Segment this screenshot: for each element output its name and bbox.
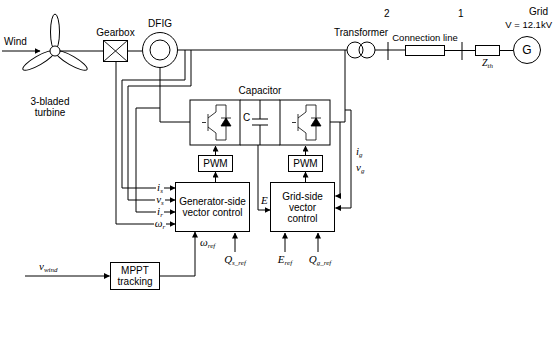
signal-name: Eref — [277, 254, 293, 265]
block-box: Gearbox — [103, 40, 128, 62]
machine-circle: DFIG — [142, 32, 178, 68]
machine-circle: G — [513, 36, 541, 64]
diagram-label: 1 — [458, 8, 464, 19]
signal-name: vs — [155, 194, 165, 205]
connector — [160, 232, 195, 276]
node-heading: Gearbox — [96, 27, 134, 39]
connector — [128, 51, 142, 52]
node-heading: DFIG — [148, 18, 172, 30]
connector — [500, 50, 513, 51]
signal-name: ig — [355, 146, 364, 157]
block-box: PWM — [288, 155, 323, 172]
signal-name: E — [260, 195, 269, 206]
signal-name: is — [156, 182, 164, 193]
signal-name: vg — [355, 162, 365, 173]
shape-outline — [104, 41, 127, 61]
signal-name: Qg_ref — [308, 254, 332, 265]
diagram-label: C — [243, 112, 250, 123]
signal-name: vwind — [38, 261, 59, 272]
node-heading: Connection line — [392, 32, 458, 44]
diagram-label: Wind — [4, 36, 27, 47]
node-heading: Zth — [481, 57, 494, 69]
diagram-label: 2 — [384, 8, 390, 19]
diagram-label: Grid — [529, 6, 548, 17]
connector — [445, 50, 475, 51]
signal-name: Qs_ref — [223, 254, 247, 265]
diagram-label: Transformer — [334, 27, 388, 38]
diagram-label: 3-bladed turbine — [20, 96, 80, 118]
node-text: Generator-side vector control — [176, 195, 249, 219]
signal-name: ir — [156, 206, 164, 217]
diagram-label: V = 12.1kV — [505, 19, 552, 30]
node-text: PWM — [291, 157, 319, 170]
connector — [215, 172, 216, 182]
node-text: Grid-side vector control — [271, 190, 334, 225]
block-box: Grid-side vector control — [270, 182, 335, 232]
diagram-label: Capacitor — [239, 85, 282, 96]
node-text: G — [520, 42, 533, 58]
block-box: Connection line — [405, 45, 445, 56]
block-box: PWM — [198, 155, 233, 172]
block-box: Zth — [475, 45, 500, 56]
node-text: MPPT tracking — [111, 264, 159, 288]
signal-name: ωr — [154, 218, 167, 229]
block-box: MPPT tracking — [110, 262, 160, 290]
signal-name: ωref — [199, 237, 216, 248]
connector — [305, 172, 306, 182]
node-text: PWM — [201, 157, 229, 170]
shape-outline — [142, 32, 178, 68]
block-box: Generator-side vector control — [175, 182, 250, 232]
